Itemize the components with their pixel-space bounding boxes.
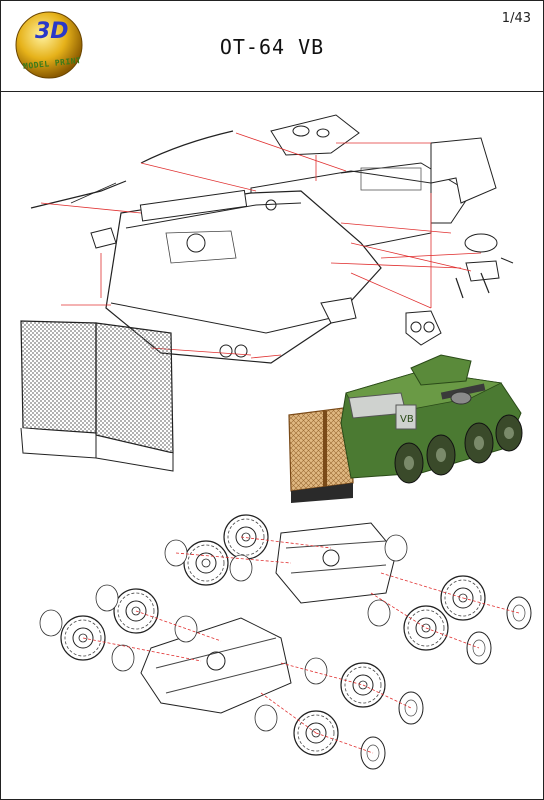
- logo-disc-icon: [15, 11, 83, 79]
- exploded-assembly-diagram: VB: [20, 114, 532, 770]
- chassis-wheel-assembly: [39, 514, 532, 770]
- leader-lines-upper: [40, 132, 482, 359]
- vehicle-marking: VB: [400, 414, 414, 425]
- side-fittings: [320, 233, 514, 346]
- wheel: [223, 514, 269, 560]
- upper-hull-assembly: [20, 114, 514, 472]
- brand-logo: 3D MODEL PRINT: [13, 9, 85, 81]
- wheel: [183, 540, 229, 586]
- scale-label: 1/43: [501, 11, 531, 26]
- leader-lines-lower: [82, 536, 520, 754]
- page-header: 3D MODEL PRINT OT-64 VB 1/43: [1, 1, 543, 92]
- page-title: OT-64 VB: [219, 35, 325, 59]
- assembled-vehicle-render: VB: [288, 354, 523, 503]
- logo-mark: 3D: [35, 19, 69, 44]
- front-grille-lineart: [20, 320, 174, 472]
